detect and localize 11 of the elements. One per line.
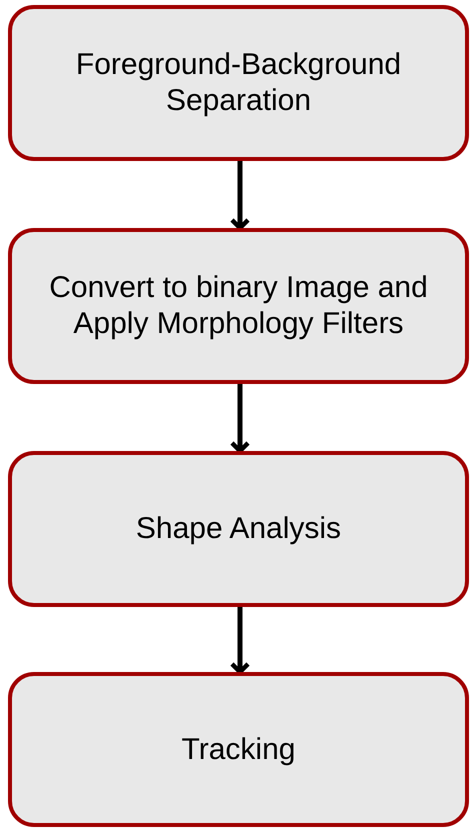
step-label: Convert to binary Image and Apply Morphology Filters: [48, 270, 429, 342]
arrow: [230, 384, 250, 454]
step-label: Shape Analysis: [134, 511, 342, 547]
process-box: [8, 228, 469, 384]
step-label: Foreground-Background Separation: [74, 47, 402, 119]
arrow: [230, 607, 250, 674]
process-box: [8, 5, 469, 161]
arrow: [230, 161, 250, 230]
process-box: [8, 451, 469, 607]
process-box: [8, 672, 469, 827]
step-label: Tracking: [180, 732, 296, 768]
